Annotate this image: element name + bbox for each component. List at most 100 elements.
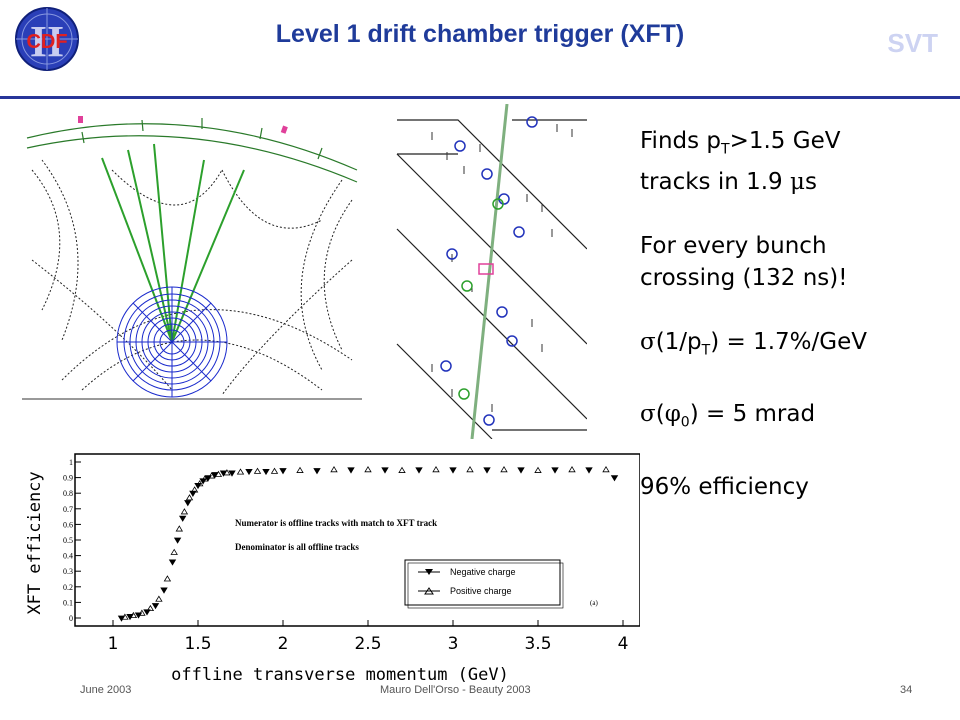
bullet-text: >1.5 GeV (729, 128, 841, 154)
data-point-positive (155, 595, 163, 602)
data-point-negative (184, 500, 192, 507)
bullet-phi-resolution: σ(φ0) = 5 mrad (640, 398, 950, 439)
data-point-positive (432, 466, 440, 473)
bullet-text: s (804, 168, 817, 195)
bullet-text: 96% efficiency (640, 473, 809, 500)
y-tick-label: 0.5 (63, 536, 73, 545)
y-tick-label: 0.9 (63, 474, 73, 483)
magenta-box-icon (478, 263, 494, 275)
data-point-negative (517, 467, 525, 474)
legend-marker-positive (424, 587, 434, 595)
data-point-positive (330, 466, 338, 473)
data-point-positive (236, 468, 245, 475)
data-point-positive (175, 525, 184, 532)
data-point-negative (347, 467, 355, 474)
chamber-zoom-image (392, 104, 587, 439)
data-point-negative (168, 559, 177, 566)
sigma-symbol: σ (640, 328, 656, 355)
silicon-detector (116, 286, 228, 398)
data-point-positive (163, 575, 172, 582)
title-rule (0, 96, 960, 99)
data-point-negative (610, 475, 619, 482)
bullet-text: ) = 5 mrad (689, 401, 816, 428)
y-tick-label: 0.7 (63, 505, 73, 514)
y-tick-label: 0 (69, 614, 73, 623)
subscript: T (721, 141, 730, 158)
annotation-numerator: Numerator is offline tracks with match t… (235, 518, 437, 528)
legend-positive: Positive charge (450, 586, 512, 596)
bullet-text: tracks in 1.9 (640, 168, 790, 195)
data-point-positive (534, 466, 542, 473)
bullet-list: Finds pT>1.5 GeV tracks in 1.9 μs For ev… (640, 125, 950, 535)
data-point-positive (185, 494, 194, 501)
data-point-negative (279, 468, 287, 475)
bullet-efficiency: 96% efficiency (640, 471, 950, 503)
x-tick-label: 4 (618, 634, 629, 654)
data-point-positive (253, 467, 262, 474)
data-point-negative (381, 467, 389, 474)
x-tick-label: 2 (278, 634, 289, 654)
magenta-marker-icon (280, 125, 288, 134)
data-point-negative (449, 467, 457, 474)
data-point-negative (228, 470, 236, 477)
data-point-positive (146, 604, 155, 612)
bullet-pt-threshold: Finds pT>1.5 GeV tracks in 1.9 μs (640, 125, 950, 198)
reconstructed-tracks (101, 143, 245, 343)
data-point-positive (138, 609, 146, 616)
x-tick-label: 1 (108, 634, 119, 654)
legend-negative: Negative charge (450, 567, 516, 577)
mu-symbol: μ (790, 168, 805, 195)
x-tick-label: 1.5 (184, 634, 211, 654)
page-number: 34 (900, 684, 913, 696)
data-point-positive (466, 466, 474, 473)
data-point-negative (262, 468, 270, 476)
footer-author: Mauro Dell'Orso - Beauty 2003 (380, 684, 531, 696)
logo-numeral: II (30, 17, 64, 66)
data-point-positive (214, 470, 223, 477)
panel-label: (a) (590, 599, 598, 607)
logo-text: CDF (26, 31, 67, 53)
green-hit-circles (458, 198, 504, 400)
data-point-positive (121, 613, 129, 620)
data-point-positive (129, 611, 138, 619)
event-display-image (22, 110, 362, 400)
data-point-positive (296, 466, 304, 473)
data-point-positive (364, 466, 372, 473)
data-point-negative (585, 467, 593, 474)
data-point-negative (245, 468, 253, 476)
x-axis-label: offline transverse momentum (GeV) (171, 665, 509, 685)
magenta-marker-icon (78, 116, 83, 123)
data-point-negative (415, 467, 423, 474)
outer-chamber-arc (26, 118, 358, 183)
y-axis-label: XFT efficiency (25, 471, 45, 614)
sigma-symbol: σ (640, 401, 656, 428)
data-point-negative (551, 467, 559, 474)
bullet-text: For every bunch (640, 232, 827, 259)
data-point-positive (180, 508, 189, 515)
page-title: Level 1 drift chamber trigger (XFT) (275, 20, 685, 48)
cdf-logo: II CDF (15, 7, 79, 71)
data-point-negative (313, 468, 321, 475)
data-point-negative (151, 603, 160, 610)
data-point-positive (398, 466, 406, 473)
data-point-positive (568, 466, 576, 473)
y-tick-label: 1 (69, 458, 73, 467)
bullet-text: Finds p (640, 128, 722, 154)
data-point-positive (223, 469, 231, 476)
legend-marker-negative (425, 569, 433, 575)
footer-date: June 2003 (80, 684, 132, 696)
bullet-text: (1/p (655, 328, 702, 355)
phi-symbol: φ (664, 401, 681, 428)
track-line (470, 104, 509, 439)
y-tick-label: 0.2 (63, 583, 73, 592)
data-point-negative (173, 537, 182, 544)
svt-tag: SVT (887, 28, 938, 58)
x-tick-label: 3 (448, 634, 459, 654)
series-layer (117, 466, 619, 622)
bullet-pt-resolution: σ(1/pT) = 1.7%/GeV (640, 326, 950, 367)
data-point-positive (190, 486, 199, 493)
bullet-text: ) = 1.7%/GeV (710, 328, 867, 355)
bullet-bunch-crossing: For every bunch crossing (132 ns)! (640, 230, 950, 294)
